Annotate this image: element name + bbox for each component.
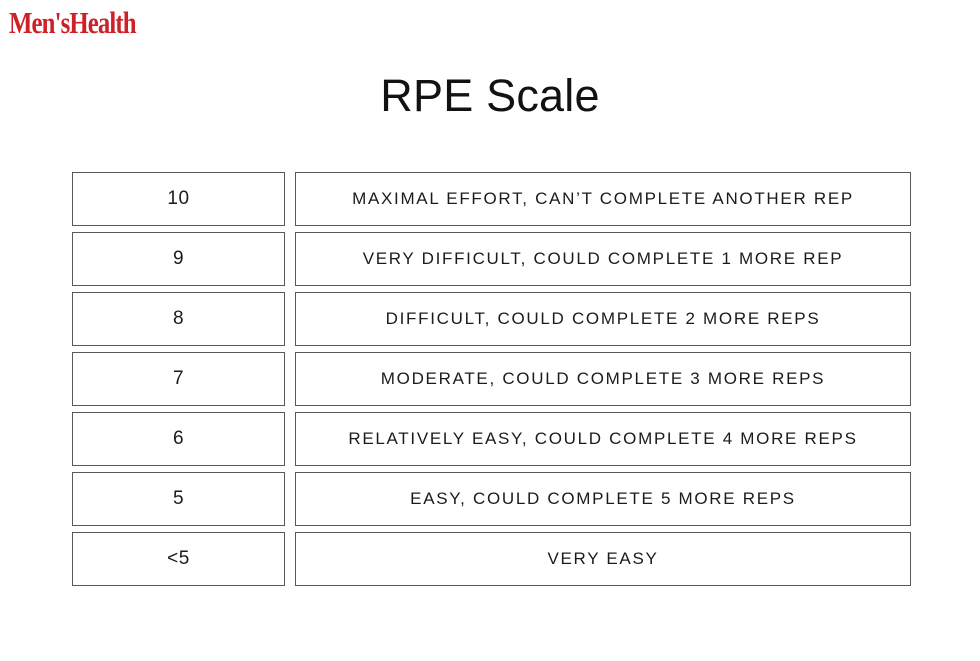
- rpe-level-cell: 5: [72, 472, 285, 526]
- column-spacer: [285, 412, 295, 466]
- rpe-description-cell: VERY EASY: [295, 532, 911, 586]
- table-row: 6 RELATIVELY EASY, COULD COMPLETE 4 MORE…: [72, 412, 911, 466]
- rpe-level-cell: 8: [72, 292, 285, 346]
- rpe-description-cell: MODERATE, COULD COMPLETE 3 MORE REPS: [295, 352, 911, 406]
- page-title: RPE Scale: [380, 70, 600, 121]
- rpe-level-cell: 6: [72, 412, 285, 466]
- table-row: 7 MODERATE, COULD COMPLETE 3 MORE REPS: [72, 352, 911, 406]
- column-spacer: [285, 352, 295, 406]
- table-row: 5 EASY, COULD COMPLETE 5 MORE REPS: [72, 472, 911, 526]
- rpe-description-cell: RELATIVELY EASY, COULD COMPLETE 4 MORE R…: [295, 412, 911, 466]
- rpe-description-cell: EASY, COULD COMPLETE 5 MORE REPS: [295, 472, 911, 526]
- rpe-description-cell: VERY DIFFICULT, COULD COMPLETE 1 MORE RE…: [295, 232, 911, 286]
- rpe-level-cell: 9: [72, 232, 285, 286]
- rpe-level-cell: 10: [72, 172, 285, 226]
- column-spacer: [285, 232, 295, 286]
- rpe-level-cell: <5: [72, 532, 285, 586]
- rpe-scale-table: 10 MAXIMAL EFFORT, CAN’T COMPLETE ANOTHE…: [72, 172, 911, 586]
- table-row: 8 DIFFICULT, COULD COMPLETE 2 MORE REPS: [72, 292, 911, 346]
- column-spacer: [285, 472, 295, 526]
- brand-logo: Men'sHealth: [9, 4, 167, 40]
- rpe-description-cell: MAXIMAL EFFORT, CAN’T COMPLETE ANOTHER R…: [295, 172, 911, 226]
- rpe-level-cell: 7: [72, 352, 285, 406]
- table-row: 9 VERY DIFFICULT, COULD COMPLETE 1 MORE …: [72, 232, 911, 286]
- rpe-description-cell: DIFFICULT, COULD COMPLETE 2 MORE REPS: [295, 292, 911, 346]
- brand-wordmark: Men'sHealth: [9, 4, 137, 40]
- table-row: 10 MAXIMAL EFFORT, CAN’T COMPLETE ANOTHE…: [72, 172, 911, 226]
- column-spacer: [285, 172, 295, 226]
- column-spacer: [285, 292, 295, 346]
- table-row: <5 VERY EASY: [72, 532, 911, 586]
- column-spacer: [285, 532, 295, 586]
